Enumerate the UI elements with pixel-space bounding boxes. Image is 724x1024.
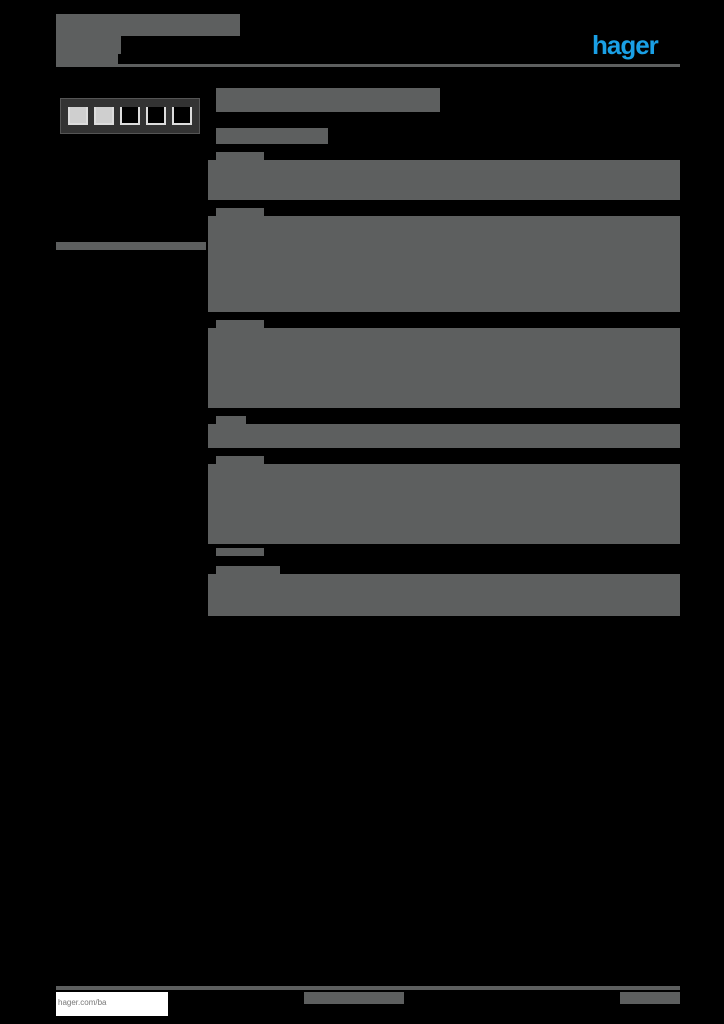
footer-center-block xyxy=(304,992,404,1004)
section-table xyxy=(208,160,680,200)
section-table xyxy=(208,464,680,544)
module-icon xyxy=(120,107,140,125)
section-heading xyxy=(216,152,264,160)
product-title-block xyxy=(216,88,440,112)
footer-website-link[interactable]: hager.com/ba xyxy=(58,998,107,1007)
brand-logo: hager xyxy=(592,30,659,60)
section-heading xyxy=(216,566,280,574)
section-heading xyxy=(216,416,246,424)
section-table xyxy=(208,574,680,616)
product-image xyxy=(60,98,200,134)
side-label-block xyxy=(56,242,206,250)
module-icon xyxy=(146,107,166,125)
section-heading xyxy=(216,320,264,328)
module-icon xyxy=(172,107,192,125)
section-table xyxy=(208,424,680,448)
header-title-block xyxy=(56,14,240,36)
module-icon xyxy=(68,107,88,125)
footer-right-block xyxy=(620,992,680,1004)
header-subtitle-block xyxy=(56,36,121,54)
section-heading xyxy=(216,208,264,216)
footer-rule xyxy=(56,986,680,990)
section-table xyxy=(208,328,680,408)
module-icon xyxy=(94,107,114,125)
product-subtitle-block xyxy=(216,128,328,144)
header-rule xyxy=(56,64,680,67)
section-table xyxy=(208,216,680,312)
section-heading xyxy=(216,548,264,556)
section-heading xyxy=(216,456,264,464)
footer-link-box xyxy=(56,992,168,1016)
header-subtitle-block-2 xyxy=(56,54,118,64)
